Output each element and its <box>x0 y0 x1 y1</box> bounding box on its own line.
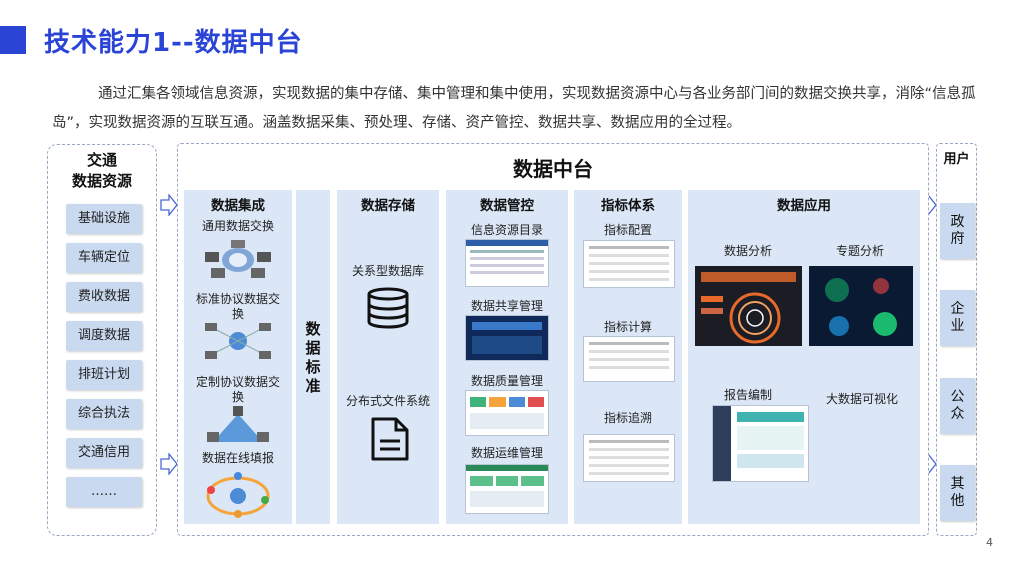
intro-paragraph: 通过汇集各领域信息资源，实现数据的集中存储、集中管理和集中使用，实现数据资源中心… <box>52 86 976 131</box>
catalog-screenshot <box>465 239 549 287</box>
ops-screenshot <box>465 464 549 514</box>
standard-char: 准 <box>305 377 321 395</box>
database-icon <box>367 287 409 329</box>
user-char: 其 <box>950 476 965 492</box>
source-item: 基础设施 <box>66 204 142 234</box>
user-char: 他 <box>950 493 965 509</box>
indicator-trace-screenshot <box>583 434 675 482</box>
exchange-illustration-icon <box>205 240 271 278</box>
control-item: 信息资源目录 <box>470 223 543 237</box>
user-char: 业 <box>950 318 965 334</box>
document-icon <box>371 417 409 461</box>
rings-graphic-icon <box>701 292 781 344</box>
platform-title: 数据中台 <box>513 157 593 181</box>
source-item: 费收数据 <box>66 282 142 312</box>
control-item: 数据质量管理 <box>470 374 543 388</box>
integration-item: 通用数据交换 <box>201 219 274 233</box>
control-title: 数据管控 <box>480 198 534 214</box>
indicator-item: 指标追溯 <box>603 411 652 425</box>
application-item: 专题分析 <box>835 244 884 258</box>
storage-column: 数据存储 <box>337 190 439 524</box>
standard-label: 数 据 标 准 <box>296 320 330 396</box>
indicators-title: 指标体系 <box>601 198 655 214</box>
user-item-public: 公众 <box>940 378 975 434</box>
application-item: 报告编制 <box>723 388 772 402</box>
user-char: 府 <box>950 231 965 247</box>
page-number: 4 <box>986 536 993 549</box>
source-item: 综合执法 <box>66 399 142 429</box>
protocol-network-icon <box>205 323 271 359</box>
title-accent-bar <box>0 26 26 54</box>
standard-char: 标 <box>305 358 321 376</box>
analysis-dashboard-image <box>695 266 802 346</box>
topic-map-image <box>809 266 913 346</box>
online-report-icon <box>206 472 270 518</box>
storage-item: 关系型数据库 <box>351 264 424 278</box>
user-char: 企 <box>950 301 965 317</box>
user-char: 政 <box>950 214 965 230</box>
user-char: 公 <box>950 389 965 405</box>
indicator-item: 指标计算 <box>603 320 652 334</box>
users-panel <box>936 143 977 536</box>
sharing-screenshot <box>465 315 549 361</box>
indicator-item: 指标配置 <box>603 223 652 237</box>
arrow-right-icon <box>160 194 178 216</box>
user-item-enterprise: 企业 <box>940 290 975 346</box>
application-item: 数据分析 <box>723 244 772 258</box>
storage-title: 数据存储 <box>361 198 415 214</box>
storage-item: 分布式文件系统 <box>345 394 430 408</box>
application-item: 大数据可视化 <box>825 392 898 406</box>
sources-title: 交通 数据资源 <box>47 150 157 192</box>
users-title: 用户 <box>943 152 970 167</box>
standard-char: 据 <box>305 339 321 357</box>
arrow-right-icon <box>160 453 178 475</box>
heatmap-graphic-icon <box>825 278 897 336</box>
integration-item: 定制协议数据交换 <box>196 375 281 404</box>
source-item: 调度数据 <box>66 321 142 351</box>
source-item: 交通信用 <box>66 438 142 468</box>
standard-column <box>296 190 330 524</box>
report-screenshot <box>712 405 809 482</box>
sources-title-line1: 交通 <box>86 151 117 169</box>
control-item: 数据运维管理 <box>470 446 543 460</box>
source-item: 排班计划 <box>66 360 142 390</box>
user-item-other: 其他 <box>940 465 975 521</box>
indicator-config-screenshot <box>583 240 675 288</box>
custom-protocol-icon <box>207 406 269 442</box>
quality-screenshot <box>465 390 549 436</box>
integration-item: 数据在线填报 <box>201 451 274 465</box>
source-item: 车辆定位 <box>66 243 142 273</box>
source-item: …… <box>66 477 142 507</box>
integration-title: 数据集成 <box>211 198 265 214</box>
application-title: 数据应用 <box>777 198 831 214</box>
slide-title: 技术能力1--数据中台 <box>44 28 303 58</box>
user-char: 众 <box>950 406 965 422</box>
sources-title-line2: 数据资源 <box>71 172 132 190</box>
user-item-government: 政府 <box>940 203 975 259</box>
integration-item: 标准协议数据交换 <box>196 292 281 321</box>
control-item: 数据共享管理 <box>470 299 543 313</box>
standard-char: 数 <box>305 320 321 338</box>
indicator-calc-screenshot <box>583 336 675 382</box>
